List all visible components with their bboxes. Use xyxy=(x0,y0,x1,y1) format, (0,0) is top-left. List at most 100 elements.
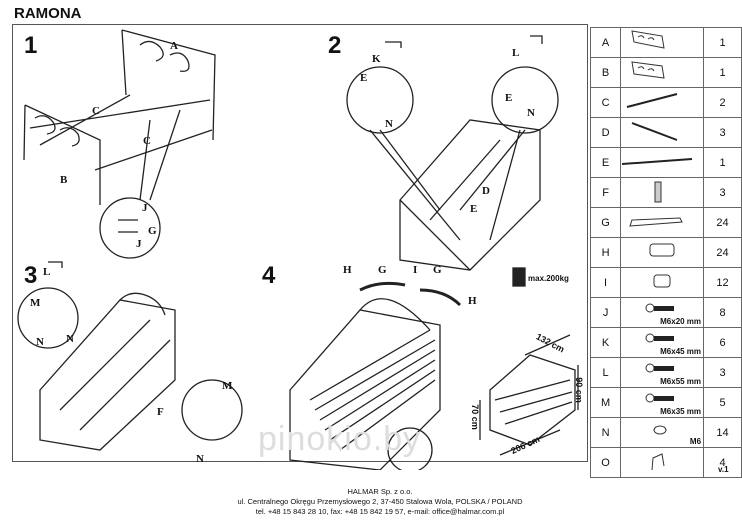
part-id: H xyxy=(589,237,622,268)
part-quantity: 3 xyxy=(703,357,742,388)
part-label: N xyxy=(66,333,74,345)
part-image xyxy=(620,27,705,58)
part-label: L xyxy=(512,47,520,59)
part-label: N xyxy=(36,336,44,348)
part-id: M xyxy=(589,387,622,418)
part-label: C xyxy=(92,105,100,117)
part-image xyxy=(620,207,705,238)
part-id: J xyxy=(589,297,622,328)
parts-row: D 3 xyxy=(589,117,742,148)
parts-row: J M6x20 mm 8 xyxy=(589,297,742,328)
part-quantity: 1 xyxy=(703,147,742,178)
footer: HALMAR Sp. z o.o. ul. Centralnego Okręgu… xyxy=(200,487,560,517)
part-label: G xyxy=(433,264,442,276)
product-title: RAMONA xyxy=(14,5,82,22)
step-number: 4 xyxy=(262,262,276,289)
part-label: G xyxy=(378,264,387,276)
slat-holder-icon xyxy=(653,274,671,288)
part-label: N xyxy=(527,107,535,119)
parts-row: F 3 xyxy=(589,177,742,208)
part-id: F xyxy=(589,177,622,208)
part-quantity: 1 xyxy=(703,57,742,88)
part-quantity: 1 xyxy=(703,27,742,58)
parts-row: E 1 xyxy=(589,147,742,178)
part-label: C xyxy=(143,135,151,147)
part-quantity: 12 xyxy=(703,267,742,298)
slat-icon xyxy=(629,217,683,227)
part-label: I xyxy=(413,264,418,276)
part-image: M6x55 mm xyxy=(620,357,705,388)
part-id: B xyxy=(589,57,622,88)
bolt-icon xyxy=(645,333,675,343)
assembly-illustrations xyxy=(17,29,579,470)
bolt-icon xyxy=(645,303,675,313)
part-id: G xyxy=(589,207,622,238)
part-quantity: 8 xyxy=(703,297,742,328)
slat-cap-icon xyxy=(649,243,675,257)
company-address: ul. Centralnego Okręgu Przemysłowego 2, … xyxy=(237,497,523,506)
part-label: L xyxy=(43,266,51,278)
parts-row: G 24 xyxy=(589,207,742,238)
parts-row: H 24 xyxy=(589,237,742,268)
part-quantity: 5 xyxy=(703,387,742,418)
part-label: E xyxy=(505,92,513,104)
part-quantity: 14 xyxy=(703,417,742,448)
side-rail-icon xyxy=(626,93,678,108)
part-image: M6 xyxy=(620,417,705,448)
part-spec: M6x55 mm xyxy=(660,377,702,386)
step-number: 3 xyxy=(24,262,38,289)
part-label: E xyxy=(360,72,368,84)
parts-row: L M6x55 mm 3 xyxy=(589,357,742,388)
step1-bed-illustration xyxy=(23,29,216,259)
watermark: pinokio.by xyxy=(258,420,422,458)
part-image xyxy=(620,57,705,88)
part-quantity: 3 xyxy=(703,177,742,208)
part-image xyxy=(620,237,705,268)
part-id: A xyxy=(589,27,622,58)
part-image xyxy=(620,117,705,148)
parts-row: K M6x45 mm 6 xyxy=(589,327,742,358)
part-id: L xyxy=(589,357,622,388)
company-contact: tel. +48 15 843 28 10, fax: +48 15 842 1… xyxy=(255,507,505,516)
part-image: M6x20 mm xyxy=(620,297,705,328)
part-image xyxy=(620,147,705,178)
cross-rail-icon xyxy=(631,122,678,141)
step3-bed-illustration xyxy=(17,261,243,451)
part-quantity: 6 xyxy=(703,327,742,358)
part-id: O xyxy=(589,447,622,478)
dimension-height: 90 cm xyxy=(573,377,584,403)
part-quantity: 3 xyxy=(703,117,742,148)
version-label: v.1 xyxy=(718,465,729,474)
company-name: HALMAR Sp. z o.o. xyxy=(347,487,413,496)
step-number: 1 xyxy=(24,32,38,59)
support-leg-icon xyxy=(654,181,662,203)
part-image: M6x35 mm xyxy=(620,387,705,418)
part-label: K xyxy=(372,53,381,65)
part-label: M xyxy=(30,297,41,309)
max-weight-label: max.200kg xyxy=(528,274,569,283)
part-spec: M6x20 mm xyxy=(660,317,702,326)
bolt-icon xyxy=(645,393,675,403)
part-quantity: 2 xyxy=(703,87,742,118)
part-label: E xyxy=(470,203,478,215)
part-image xyxy=(620,87,705,118)
step4-bed-illustration xyxy=(289,281,462,470)
part-label: F xyxy=(157,406,164,418)
part-quantity: 24 xyxy=(703,237,742,268)
part-label: D xyxy=(482,185,490,197)
part-image xyxy=(620,267,705,298)
parts-row: C 2 xyxy=(589,87,742,118)
part-id: E xyxy=(589,147,622,178)
nut-icon xyxy=(653,425,667,435)
part-label: M xyxy=(222,380,233,392)
step2-bed-illustration xyxy=(346,35,559,271)
bracket-icon xyxy=(651,453,665,471)
part-spec: M6x45 mm xyxy=(660,347,702,356)
part-label: J xyxy=(142,202,148,214)
part-label: N xyxy=(385,118,393,130)
parts-row: M M6x35 mm 5 xyxy=(589,387,742,418)
center-rail-icon xyxy=(622,158,693,165)
parts-row: N M6 14 xyxy=(589,417,742,448)
part-image: M6x45 mm xyxy=(620,327,705,358)
